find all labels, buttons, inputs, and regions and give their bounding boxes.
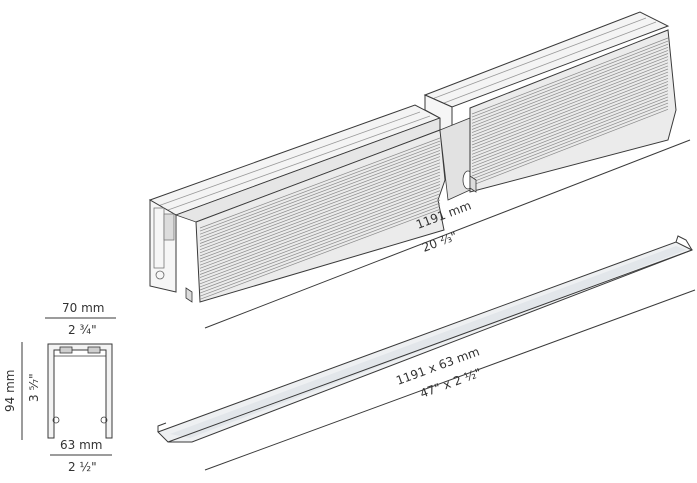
fin-line bbox=[199, 140, 441, 232]
fin-line bbox=[199, 193, 441, 285]
housing-left-segment bbox=[148, 104, 446, 303]
profile-cross-section: 70 mm 2 ¾" 94 mm 3 ⁵⁄₇" 63 mm 2 ½" bbox=[3, 301, 116, 474]
fin-line bbox=[471, 37, 669, 115]
fin-line bbox=[199, 205, 441, 297]
fin-line bbox=[471, 84, 669, 161]
fin-line bbox=[471, 77, 669, 155]
fin-line bbox=[471, 81, 669, 158]
fin-line bbox=[471, 56, 669, 133]
fin-line bbox=[199, 202, 441, 294]
fin-line bbox=[199, 143, 441, 235]
fin-line bbox=[471, 40, 669, 118]
fin-line bbox=[199, 165, 441, 257]
fin-line bbox=[471, 53, 669, 130]
profile-base-in: 2 ½" bbox=[68, 460, 97, 474]
fin-line bbox=[471, 108, 669, 186]
fin-line bbox=[199, 208, 441, 300]
fin-line bbox=[199, 187, 441, 278]
fin-line bbox=[199, 177, 441, 269]
fin-line bbox=[471, 99, 669, 177]
fin-line bbox=[471, 74, 669, 152]
fin-line bbox=[471, 68, 669, 146]
fin-line bbox=[199, 137, 441, 229]
diffuser bbox=[157, 235, 694, 443]
fin-line bbox=[471, 62, 669, 140]
fin-line bbox=[471, 46, 669, 124]
housing-fins-left bbox=[199, 137, 441, 300]
profile-width-mm: 70 mm bbox=[62, 301, 104, 315]
fin-line bbox=[199, 168, 441, 260]
fin-line bbox=[471, 105, 669, 183]
profile-height-in: 3 ⁵⁄₇" bbox=[27, 373, 41, 402]
housing-fins-right bbox=[471, 37, 669, 186]
fin-line bbox=[199, 174, 441, 266]
fin-line bbox=[471, 87, 669, 164]
fin-line bbox=[471, 50, 669, 127]
profile-width-in: 2 ¾" bbox=[68, 323, 97, 337]
fin-line bbox=[199, 162, 441, 254]
fin-line bbox=[471, 93, 669, 171]
fin-line bbox=[199, 171, 441, 263]
fin-line bbox=[199, 196, 441, 288]
fin-line bbox=[199, 156, 441, 247]
fin-line bbox=[471, 71, 669, 149]
profile-height-mm: 94 mm bbox=[3, 370, 17, 412]
fin-line bbox=[471, 90, 669, 168]
fin-line bbox=[471, 102, 669, 180]
fin-line bbox=[199, 190, 441, 282]
profile-base-mm: 63 mm bbox=[60, 438, 102, 452]
fin-line bbox=[471, 96, 669, 174]
housing-right-segment bbox=[423, 11, 677, 201]
fin-line bbox=[199, 199, 441, 291]
fin-line bbox=[199, 150, 441, 241]
fin-line bbox=[199, 184, 441, 275]
fin-line bbox=[199, 146, 441, 238]
fin-line bbox=[199, 181, 441, 272]
fin-line bbox=[471, 59, 669, 137]
fin-line bbox=[199, 159, 441, 251]
fin-line bbox=[471, 65, 669, 143]
housing-dimension-line bbox=[204, 139, 691, 329]
fin-line bbox=[471, 43, 669, 121]
diffuser-dimension-line bbox=[204, 289, 696, 471]
fin-line bbox=[199, 153, 441, 244]
